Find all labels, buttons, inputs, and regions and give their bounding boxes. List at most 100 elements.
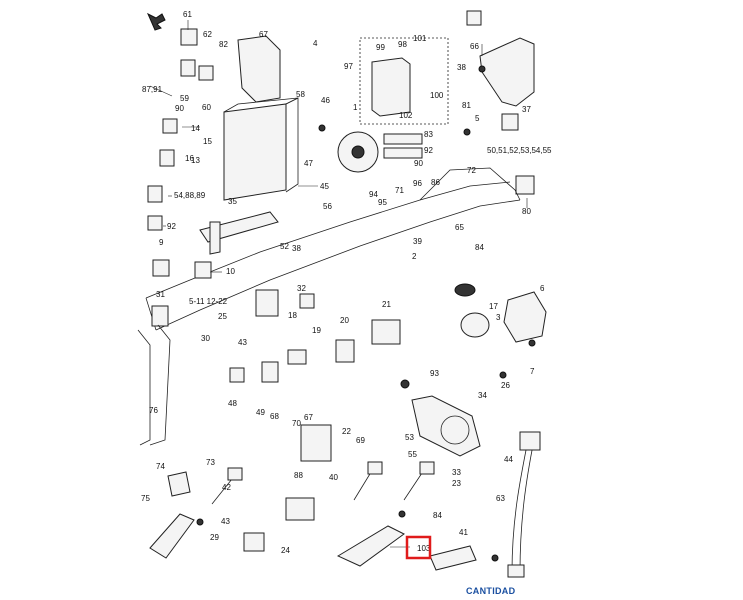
- callout: 46: [321, 96, 330, 105]
- callout: 90: [414, 159, 423, 168]
- callout: 55: [408, 450, 417, 459]
- callout: 26: [501, 381, 510, 390]
- callout: 86: [431, 178, 440, 187]
- callout: 92: [424, 146, 433, 155]
- callout: 90: [175, 104, 184, 113]
- callout: 97: [344, 62, 353, 71]
- leader-lines: [149, 20, 528, 548]
- callout: 38: [292, 244, 301, 253]
- callout: 82: [219, 40, 228, 49]
- callout: 41: [459, 528, 468, 537]
- callout: 38: [457, 63, 466, 72]
- callout: 61: [183, 10, 192, 19]
- callout: 100: [430, 91, 444, 100]
- callout: 42: [222, 483, 231, 492]
- callout: 18: [288, 311, 297, 320]
- callout: 80: [522, 207, 531, 216]
- callout: 73: [206, 458, 215, 467]
- callout: 43: [221, 517, 230, 526]
- callout: 50,51,52,53,54,55: [487, 146, 552, 155]
- direction-arrow-icon: [146, 12, 166, 31]
- callout: 37: [522, 105, 531, 114]
- callout: 35: [228, 197, 237, 206]
- callout: 19: [312, 326, 321, 335]
- callout: 88: [294, 471, 303, 480]
- callout: 58: [296, 90, 305, 99]
- callout: 84: [433, 511, 442, 520]
- callout: 53: [405, 433, 414, 442]
- callout: 83: [424, 130, 433, 139]
- callout: 48: [228, 399, 237, 408]
- callout: 13: [191, 156, 200, 165]
- callout-labels: 61 62 82 67 4 59 60 87,91 90 58 46 99 98…: [141, 10, 552, 555]
- highlight-box: [405, 535, 432, 560]
- callout: 74: [156, 462, 165, 471]
- callout: 63: [496, 494, 505, 503]
- callout: 92: [167, 222, 176, 231]
- callout: 67: [259, 30, 268, 39]
- callout: 2: [412, 252, 417, 261]
- callout: 44: [504, 455, 513, 464]
- callout: 24: [281, 546, 290, 555]
- callout: 39: [413, 237, 422, 246]
- callout: 71: [395, 186, 404, 195]
- callout: 103: [417, 544, 431, 553]
- callout: 23: [452, 479, 461, 488]
- callout: 15: [203, 137, 212, 146]
- callout: 49: [256, 408, 265, 417]
- callout: 93: [430, 369, 439, 378]
- callout: 56: [323, 202, 332, 211]
- callout: 59: [180, 94, 189, 103]
- callout: 9: [159, 238, 164, 247]
- callout: 3: [496, 313, 501, 322]
- callout: 30: [201, 334, 210, 343]
- callout: 52: [280, 242, 289, 251]
- callout: 5: [475, 114, 480, 123]
- callout: 47: [304, 159, 313, 168]
- callout: 16: [185, 154, 194, 163]
- callout: 84: [475, 243, 484, 252]
- callout: 1: [353, 103, 358, 112]
- callout: 66: [470, 42, 479, 51]
- callout: 20: [340, 316, 349, 325]
- callout: 40: [329, 473, 338, 482]
- part-drawings: [137, 10, 547, 578]
- cantidad-link[interactable]: CANTIDAD: [466, 586, 516, 596]
- callout: 31: [156, 290, 165, 299]
- callout: 72: [467, 166, 476, 175]
- callout: 45: [320, 182, 329, 191]
- callout: 7: [530, 367, 535, 376]
- callout: 101: [413, 34, 427, 43]
- callout: 14: [191, 124, 200, 133]
- callout: 60: [202, 103, 211, 112]
- callout: 87,91: [142, 85, 163, 94]
- callout: 68: [270, 412, 279, 421]
- callout: 70: [292, 419, 301, 428]
- callout: 25: [218, 312, 227, 321]
- callout: 43: [238, 338, 247, 347]
- callout: 99: [376, 43, 385, 52]
- callout: 69: [356, 436, 365, 445]
- callout: 10: [226, 267, 235, 276]
- callout: 32: [297, 284, 306, 293]
- callout: 62: [203, 30, 212, 39]
- callout: 65: [455, 223, 464, 232]
- callout: 22: [342, 427, 351, 436]
- callout: 6: [540, 284, 545, 293]
- callout: 29: [210, 533, 219, 542]
- callout: 17: [489, 302, 498, 311]
- callout: 54,88,89: [174, 191, 206, 200]
- callout: 96: [413, 179, 422, 188]
- callout: 67: [304, 413, 313, 422]
- callout: 75: [141, 494, 150, 503]
- callout: 95: [378, 198, 387, 207]
- callout: 94: [369, 190, 378, 199]
- callout: 5-11 12-22: [189, 297, 228, 306]
- callout: 102: [399, 111, 413, 120]
- callout: 98: [398, 40, 407, 49]
- callout: 81: [462, 101, 471, 110]
- callout: 33: [452, 468, 461, 477]
- callout: 76: [149, 406, 158, 415]
- callout: 21: [382, 300, 391, 309]
